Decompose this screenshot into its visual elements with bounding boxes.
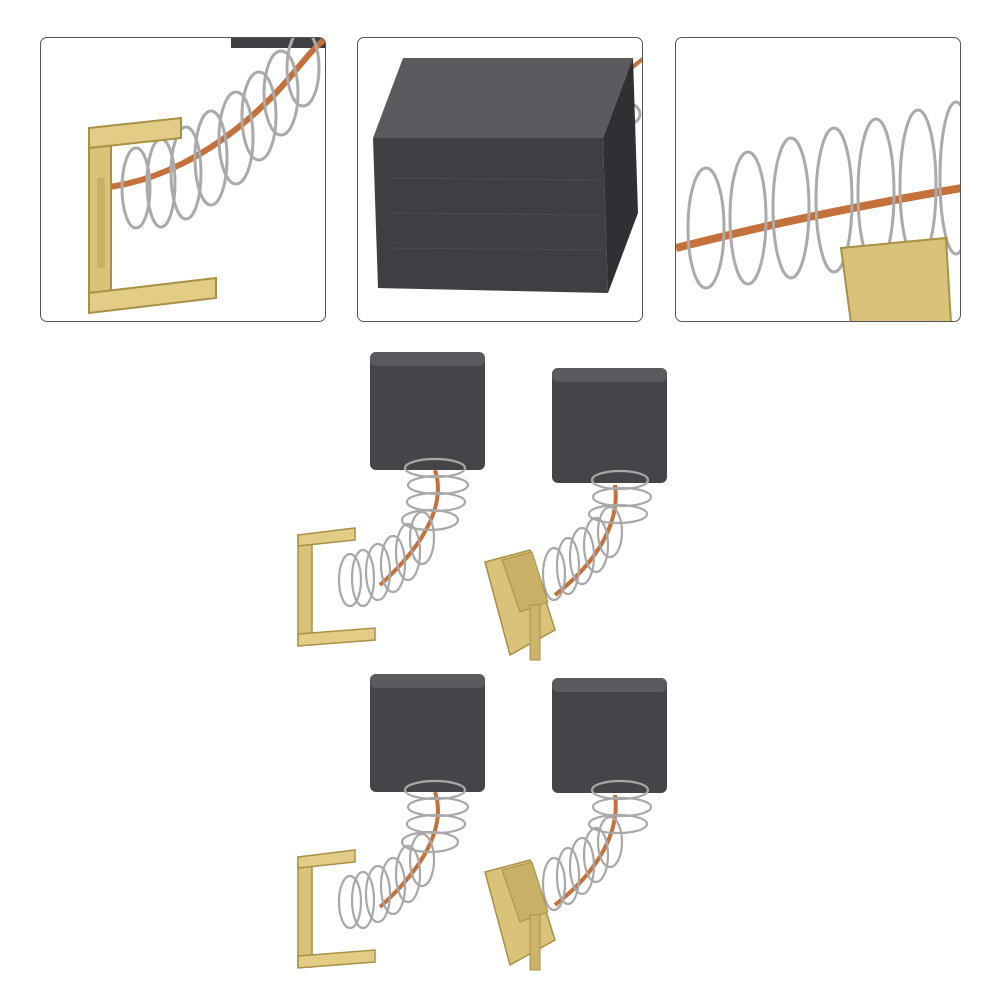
carbon-block-icon: [373, 58, 638, 293]
carbon-block-closeup: [373, 57, 642, 293]
copper-wire-icon: [100, 38, 325, 191]
spring-icon: [686, 100, 960, 290]
product-main-view: [270, 340, 730, 1000]
spring-terminal-closeup: [88, 38, 325, 315]
four-carbon-brushes: [296, 350, 669, 972]
spring-wire-closeup: [676, 100, 960, 321]
spring-icon: [120, 38, 321, 230]
copper-wire-icon: [676, 184, 960, 252]
brass-terminal-icon: [839, 236, 952, 321]
brush-bottom-left: [296, 672, 487, 970]
brass-terminal-icon: [88, 116, 217, 315]
detail-panel-spring-wire: [675, 37, 961, 322]
detail-panel-spring-terminal: [40, 37, 326, 322]
brush-top-left: [296, 350, 487, 648]
detail-panel-carbon-block: [357, 37, 643, 322]
brush-top-right: [483, 366, 669, 662]
brush-bottom-right: [483, 676, 669, 972]
